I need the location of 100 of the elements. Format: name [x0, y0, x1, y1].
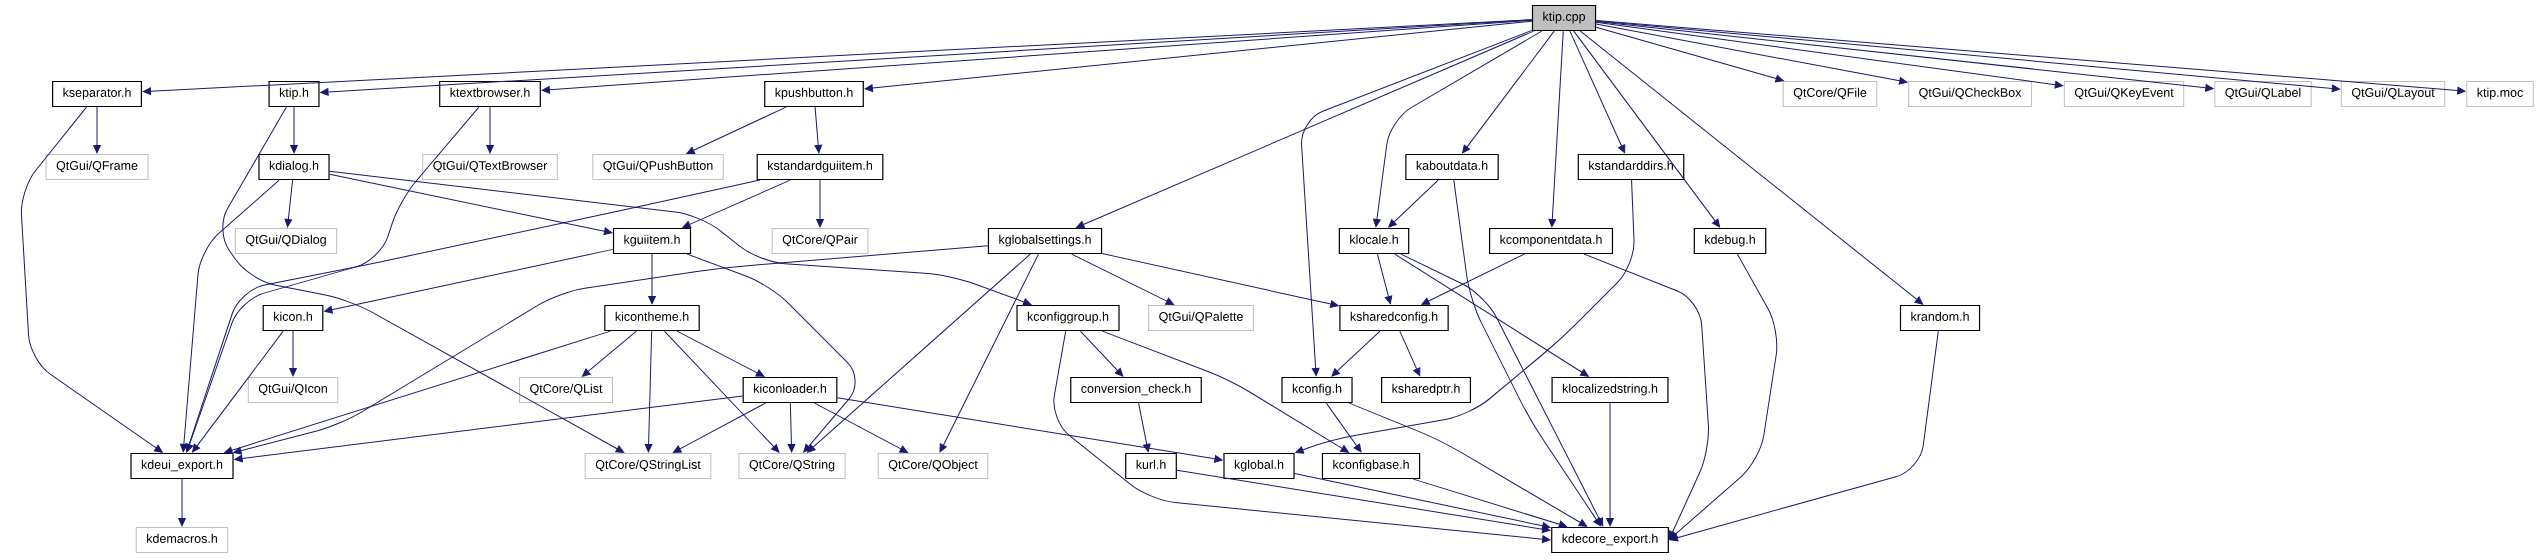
arrow [1595, 20, 2466, 95]
header-file-box: ksharedconfig.h [1339, 304, 1449, 332]
arrow [1595, 20, 2341, 93]
header-file-box: kicontheme.h [604, 304, 700, 332]
header-file-box: QtGui/QPushButton [592, 154, 724, 180]
header-file-box: ktip.moc [2466, 81, 2534, 107]
arrow [836, 397, 1223, 463]
header-file-box: kcomponentdata.h [1489, 227, 1614, 255]
header-file-box: QtGui/QCheckBox [1908, 81, 2032, 107]
arrow [1462, 30, 1555, 154]
arrow [224, 330, 611, 455]
arrow [1101, 330, 1349, 453]
arrow [1376, 253, 1393, 305]
arrow [233, 245, 989, 455]
header-file-box: kconfiggroup.h [1016, 304, 1120, 332]
arrow [289, 330, 297, 377]
arrow [324, 248, 614, 314]
arrow [814, 402, 908, 453]
arrow [1294, 473, 1551, 530]
arrow [486, 106, 494, 154]
header-file-box: klocalizedstring.h [1551, 376, 1669, 404]
header-file-box: QtCore/QList [519, 377, 613, 403]
header-file-box: QtGui/QFrame [45, 154, 149, 180]
arrow [178, 478, 186, 527]
header-file-box: kconfig.h [1281, 376, 1353, 404]
header-file-box: kconfigbase.h [1321, 452, 1421, 480]
arrow [1579, 30, 1924, 305]
header-file-box: ktip.h [268, 80, 320, 108]
arrow [939, 253, 1039, 453]
arrow [816, 179, 824, 228]
arrow [1421, 253, 1525, 305]
header-file-box: kicon.h [262, 304, 324, 332]
arrow [93, 106, 101, 154]
header-file-box: kdebug.h [1693, 227, 1767, 255]
header-file-box: kglobal.h [1223, 452, 1295, 480]
arrow [1053, 330, 1551, 543]
arrow [1388, 179, 1439, 228]
arrow [1101, 253, 1339, 308]
arrow [1348, 402, 1588, 527]
source-file-box: ktip.cpp [1531, 4, 1597, 32]
arrow [192, 330, 284, 453]
arrow [329, 170, 1032, 306]
arrow [179, 179, 280, 453]
header-file-box: QtGui/QIcon [247, 377, 339, 403]
header-file-box: QtGui/QKeyEvent [2063, 81, 2185, 107]
arrow [1394, 253, 1589, 377]
arrow [290, 106, 298, 154]
header-file-box: kglobalsettings.h [987, 227, 1103, 255]
header-file-box: QtGui/QLayout [2340, 81, 2446, 107]
header-file-box: QtGui/QLabel [2214, 81, 2312, 107]
arrow [1412, 478, 1568, 529]
header-file-box: kstandarddirs.h [1577, 153, 1685, 181]
arrow [1301, 29, 1533, 377]
arrow [1569, 30, 1626, 154]
arrow [1071, 253, 1175, 305]
header-file-box: QtCore/QFile [1782, 81, 1878, 107]
arrow [644, 330, 653, 453]
header-file-box: kiconloader.h [742, 376, 838, 404]
arrow [1606, 402, 1614, 527]
header-file-box: QtCore/QObject [877, 453, 989, 479]
arrow [222, 106, 625, 453]
header-file-box: kguiitem.h [612, 227, 692, 255]
arrow [284, 179, 294, 228]
arrow [1669, 330, 1939, 542]
arrow [686, 106, 787, 154]
header-file-box: QtCore/QStringList [584, 453, 712, 479]
arrow [1373, 30, 1543, 228]
header-file-box: QtCore/QString [738, 453, 846, 479]
arrow [1325, 402, 1362, 453]
header-file-box: QtGui/QTextBrowser [422, 154, 558, 180]
header-file-box: kdeui_export.h [130, 452, 234, 480]
arrow [682, 179, 791, 229]
arrow [672, 402, 767, 453]
arrow [1400, 253, 1604, 527]
arrow [20, 106, 163, 453]
header-file-box: kstandardguiitem.h [756, 153, 884, 181]
arrow [807, 253, 1031, 453]
header-file-box: kseparator.h [52, 80, 142, 108]
arrow [864, 20, 1533, 92]
header-file-box: QtCore/QPair [771, 228, 869, 254]
arrow [1669, 253, 1778, 540]
header-file-box: QtGui/QDialog [234, 228, 338, 254]
arrow [663, 330, 780, 453]
arrow [1548, 30, 1564, 228]
header-file-box: kdialog.h [258, 153, 330, 181]
header-file-box: kdemacros.h [135, 527, 229, 553]
arrow [686, 253, 856, 453]
arrow [1295, 179, 1635, 454]
arrow [1573, 30, 1721, 228]
arrow [234, 395, 744, 463]
header-file-box: QtGui/QPalette [1148, 305, 1254, 331]
header-file-box: conversion_check.h [1070, 376, 1202, 404]
header-file-box: ksharedptr.h [1381, 376, 1471, 404]
arrow [814, 106, 823, 154]
arrow [1079, 330, 1124, 377]
header-file-box: kpushbutton.h [764, 80, 864, 108]
arrow [1595, 23, 1908, 85]
arrow [1595, 21, 2064, 89]
arrow [1583, 253, 1709, 540]
arrow [1138, 402, 1151, 453]
